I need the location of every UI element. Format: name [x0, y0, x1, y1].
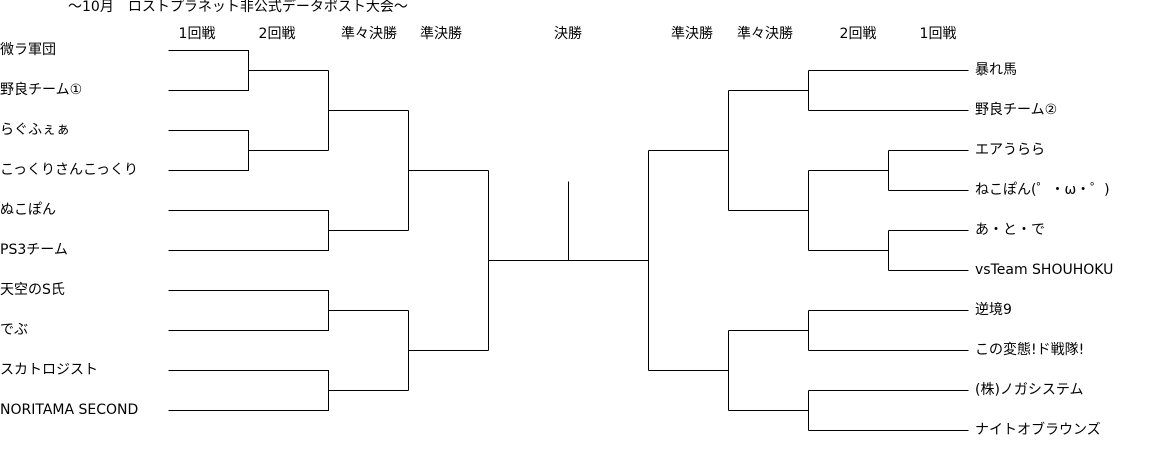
bracket-right-qf-1 [648, 90, 729, 211]
bracket-right-r2-match-4 [728, 390, 969, 431]
team-right-10: ナイトオブラウンズ [975, 422, 1101, 438]
round-label-left-4: 準決勝 [420, 26, 462, 42]
team-left-5: ぬこぽん [0, 202, 56, 218]
bracket-left-qf-1 [408, 110, 489, 231]
round-label-right-3: 準々決勝 [737, 26, 793, 42]
team-left-6: PS3チーム [0, 242, 68, 258]
bracket-left-sf [488, 170, 569, 351]
bracket-final [568, 181, 649, 261]
team-left-1: 微ラ軍団 [0, 42, 56, 58]
round-label-right-4: 準決勝 [671, 26, 713, 42]
round-label-left-2: 2回戦 [258, 26, 296, 42]
team-right-8: この変態!ド戦隊! [975, 342, 1085, 358]
team-left-4: こっくりさんこっくり [0, 162, 139, 178]
team-right-2: 野良チーム② [975, 102, 1058, 118]
bracket-left-r2-match-1 [328, 70, 409, 151]
bracket-right-r1-match-1 [808, 150, 969, 191]
bracket-left-r2-match-2 [168, 210, 409, 251]
team-right-9: (株)ノガシステム [975, 382, 1084, 398]
round-label-left-1: 1回戦 [178, 26, 216, 42]
tournament-title: ～10月 ロストプラネット非公式データポスト大会～ [68, 0, 408, 15]
round-label-right-2: 2回戦 [839, 26, 877, 42]
bracket-right-r2-match-1 [728, 70, 969, 111]
team-left-3: らぐふぇぁ [0, 122, 70, 138]
bracket-left-r1-match-2 [168, 130, 329, 171]
round-label-final: 決勝 [554, 26, 582, 42]
team-left-8: でぶ [0, 322, 28, 338]
team-left-7: 天空のS氏 [0, 282, 65, 298]
bracket-left-qf-2 [408, 310, 489, 391]
bracket-right-r2-match-2 [728, 170, 809, 251]
team-left-2: 野良チーム① [0, 82, 83, 98]
round-label-left-3: 準々決勝 [341, 26, 397, 42]
bracket-left-r2-match-4 [168, 370, 409, 411]
team-right-1: 暴れ馬 [975, 62, 1017, 78]
bracket-right-r1-match-2 [808, 230, 969, 271]
team-right-3: エアうらら [975, 142, 1045, 158]
bracket-right-r2-match-3 [728, 310, 969, 351]
bracket-left-r2-match-3 [168, 290, 409, 331]
bracket-right-qf-2 [648, 330, 729, 411]
team-right-6: vsTeam SHOUHOKU [975, 262, 1114, 278]
round-label-right-1: 1回戦 [919, 26, 957, 42]
team-right-7: 逆境9 [975, 302, 1012, 318]
team-left-9: スカトロジスト [0, 362, 98, 378]
bracket-left-r1-match-1 [168, 50, 329, 91]
team-left-10: NORITAMA SECOND [0, 402, 139, 418]
team-right-5: あ・と・で [975, 222, 1045, 238]
team-right-4: ねこぽん(゜・ω・゜) [975, 182, 1110, 198]
